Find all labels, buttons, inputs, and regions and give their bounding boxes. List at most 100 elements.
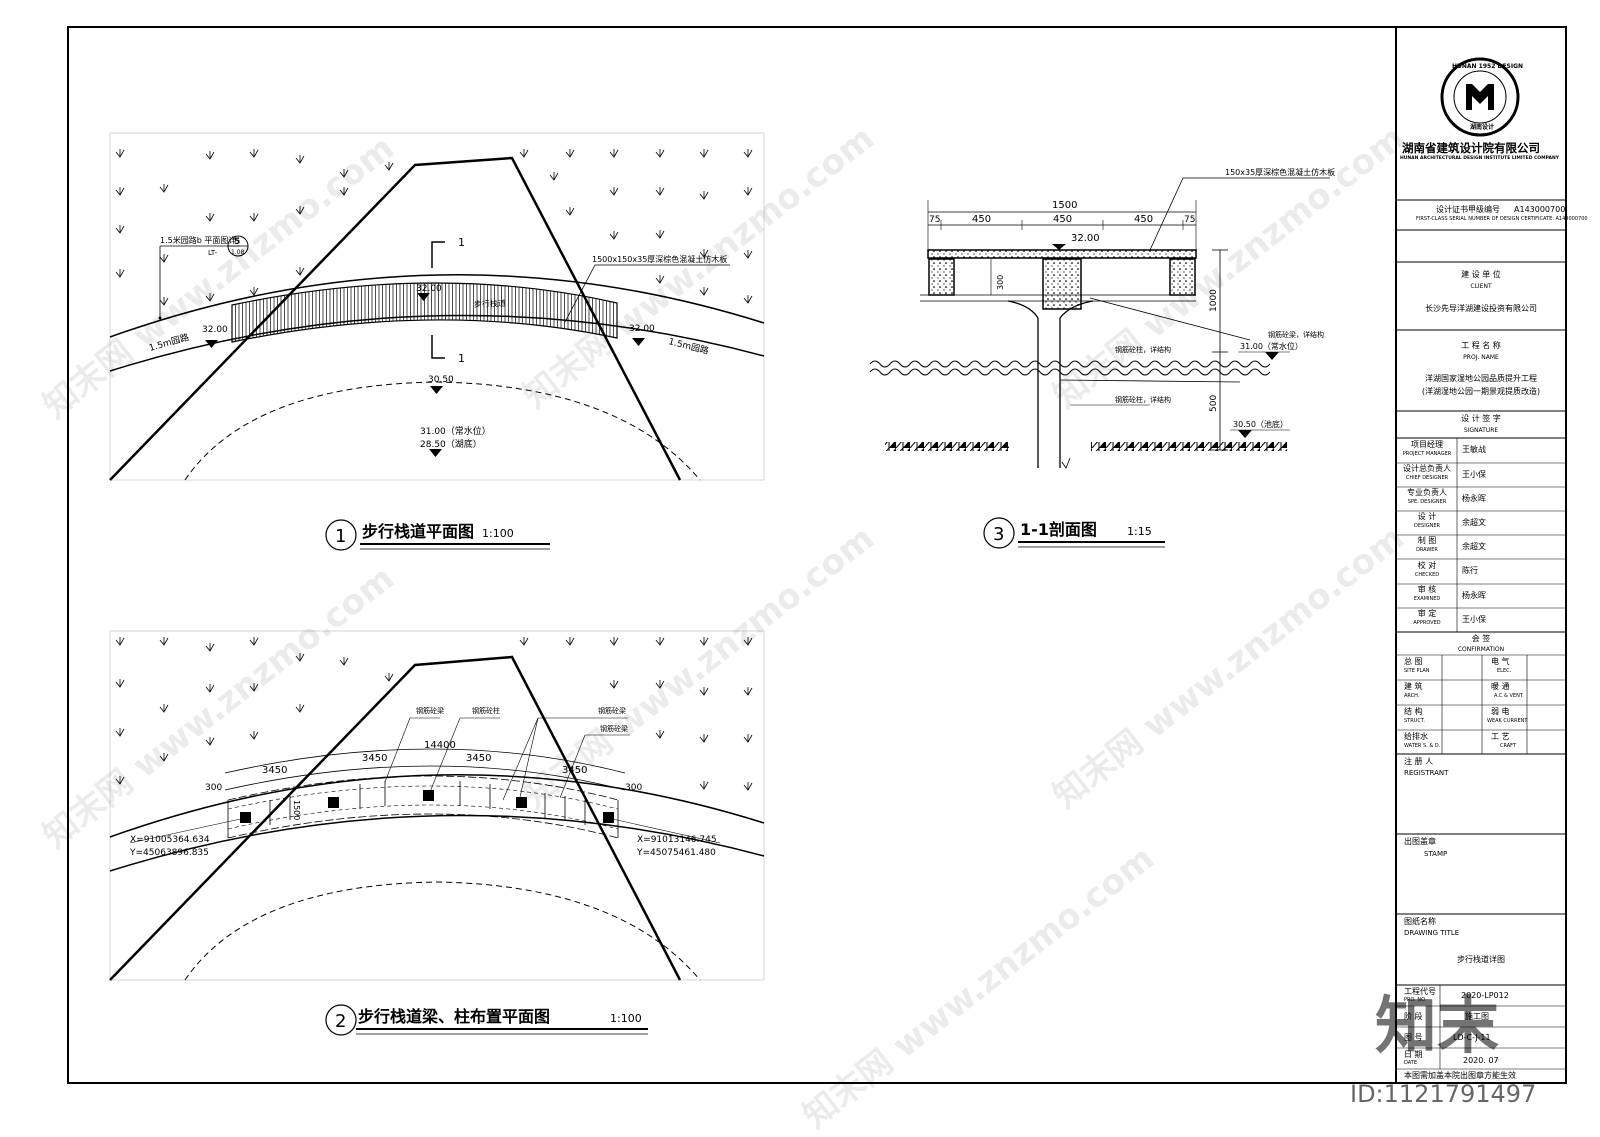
title-block-lines	[1396, 199, 1566, 1070]
sig-role: 制 图	[1417, 536, 1437, 545]
section-water-level: 31.00（常水位）	[1240, 341, 1303, 351]
client-label: 建 设 单 位	[1461, 270, 1501, 279]
plan2-dim-1500: 1500	[292, 800, 301, 820]
section-dim-total: 1500	[1052, 200, 1077, 211]
date-value: 2020. 07	[1463, 1056, 1499, 1065]
confirm-right: 弱 电	[1491, 707, 1510, 716]
company-logo: HUNAN 1952 DESIGN 湖南设计	[1440, 57, 1523, 137]
section-number: 3	[993, 524, 1004, 545]
date-label: 日 期	[1404, 1050, 1423, 1059]
sig-name: 余超文	[1462, 542, 1486, 551]
section-elev-top: 32.00	[1071, 233, 1100, 244]
date-label-en: DATE	[1404, 1060, 1418, 1066]
detail-sheet-number: 1.08	[231, 249, 245, 256]
project-name-1: 洋湖国家湿地公园品质提升工程	[1425, 374, 1537, 383]
coord-left-x: X=91005364.634	[130, 835, 210, 845]
section-mark-bottom: 1	[458, 352, 465, 365]
plan-view-1: 1 1 32.00 32.00 32.00 30.50 31.00（常水位） 2…	[109, 132, 765, 551]
stage-value: 施工图	[1465, 1012, 1489, 1021]
section-col-note-1: 钢筋砼柱，详结构	[1115, 345, 1171, 354]
detail-sheet-text: LT-	[208, 249, 218, 257]
board-note: 1500x150x35厚深棕色混凝土仿木板	[592, 254, 727, 264]
client-name: 长沙先导洋湖建设投资有限公司	[1425, 304, 1537, 313]
coord-right-x: X=91013146.745	[637, 835, 717, 845]
drawing-frame	[67, 26, 1567, 1084]
client-label-en: CLIENT	[1470, 283, 1492, 290]
lake-bottom-label: 28.50（湖底）	[420, 438, 482, 450]
plan2-column-note: 钢筋砼柱	[472, 706, 500, 715]
sig-role-en: PROJECT MANAGER	[1402, 451, 1452, 457]
plan2-beam-note-1: 钢筋砼梁	[416, 706, 444, 715]
section-beam-note: 钢筋砼梁，详结构	[1268, 330, 1324, 339]
drawing-title-label-en: DRAWING TITLE	[1404, 929, 1460, 937]
section-view: 1500 75 450 450 450 75 32.00 1000 500 30…	[869, 167, 1335, 549]
section-title: 1-1剖面图	[1020, 520, 1097, 539]
drawing-no-label: 图 号	[1404, 1033, 1423, 1042]
plan2-scale: 1:100	[610, 1012, 642, 1025]
plan2-number: 2	[335, 1011, 346, 1032]
confirm-right-en: A.C & VENT.	[1494, 693, 1524, 699]
registrant-label: 注 册 人	[1404, 757, 1434, 766]
plan1-title: 步行栈道平面图	[362, 522, 474, 541]
signature-label: 设 计 签 字	[1461, 414, 1501, 423]
company-name-en: HUNAN ARCHITECTURAL DESIGN INSTITUTE LIM…	[1400, 156, 1559, 161]
plan2-dim-300-right: 300	[625, 783, 642, 793]
detail-number: 5	[234, 237, 240, 247]
project-no-label: 工程代号	[1404, 987, 1436, 996]
sig-name: 王敏战	[1462, 445, 1486, 454]
plan2-beam-note-2: 钢筋砼梁	[598, 706, 626, 715]
logo-sub-text: 湖南设计	[1470, 123, 1494, 131]
walkway-label: 步行栈道	[474, 298, 506, 309]
confirm-right-en: CRAFT	[1500, 743, 1517, 749]
confirmation-label: 会 签	[1471, 634, 1491, 643]
company-name: 湖南省建筑设计院有限公司	[1402, 141, 1540, 155]
section-dim-1000: 1000	[1209, 289, 1219, 312]
confirm-left-en: ARCH.	[1404, 693, 1420, 699]
registrant-label-en: REGISTRANT	[1404, 769, 1449, 777]
sig-role: 审 定	[1417, 609, 1437, 618]
plan2-dim-3: 3450	[562, 765, 587, 776]
watermark-brand: 知末	[1375, 989, 1500, 1062]
project-no-label-en: PRO. NO.	[1404, 997, 1427, 1003]
confirm-right-en: WEAK CURRENT	[1487, 718, 1528, 724]
sig-name: 杨永晖	[1462, 494, 1486, 503]
plan2-dim-300-left: 300	[205, 783, 222, 793]
confirm-left-en: STRUCT.	[1404, 718, 1425, 724]
section-dim-2: 450	[1053, 214, 1072, 225]
plan1-scale: 1:100	[482, 527, 514, 540]
confirm-right: 工 艺	[1491, 732, 1510, 741]
coord-left-y: Y=45063896.835	[129, 848, 209, 858]
drawing-title-label: 图纸名称	[1404, 917, 1436, 926]
coord-right-y: Y=45075461.480	[636, 848, 716, 858]
section-board-note: 150x35厚深棕色混凝土仿木板	[1225, 167, 1335, 177]
project-name-2: (洋湖湿地公园一期景观提质改造)	[1421, 387, 1541, 396]
sig-role-en: EXAMINED	[1413, 596, 1441, 602]
section-dim-0: 75	[929, 215, 940, 225]
sig-role: 审 核	[1417, 585, 1437, 594]
elev-3050: 30.50	[428, 375, 454, 385]
section-dim-4: 75	[1184, 215, 1195, 225]
sig-role-en: CHECKED	[1414, 572, 1440, 578]
section-mark-top: 1	[458, 236, 465, 249]
sig-role: 项目经理	[1411, 440, 1443, 449]
plan2-dim-total: 14400	[424, 740, 456, 751]
stage-label: 阶 段	[1404, 1012, 1423, 1021]
sig-role-en: DRAWER	[1416, 547, 1438, 553]
water-level-label: 31.00（常水位）	[420, 425, 491, 437]
plan2-dim-2: 3450	[466, 753, 491, 764]
confirm-left-en: SITE PLAN	[1404, 668, 1430, 674]
cert-number: A143000700	[1514, 205, 1566, 214]
sig-name: 王小保	[1462, 615, 1486, 624]
elev-top: 32.00	[416, 284, 442, 294]
sig-role: 校 对	[1417, 561, 1437, 570]
sig-name: 王小保	[1462, 470, 1486, 479]
confirm-right-en: ELEC.	[1497, 668, 1512, 674]
signature-label-en: SIGNATURE	[1463, 427, 1499, 434]
cert-label: 设计证书甲级编号	[1436, 205, 1500, 214]
section-col-note-2: 钢筋砼柱，详结构	[1115, 395, 1171, 404]
sig-role-en: DESIGNER	[1414, 523, 1440, 529]
plan2-beam-note-3: 钢筋砼梁	[600, 724, 628, 733]
section-dim-300: 300	[996, 275, 1005, 290]
plan1-number: 1	[335, 526, 346, 547]
detail-ref-text: 1.5米园路b 平面图详	[160, 235, 236, 245]
